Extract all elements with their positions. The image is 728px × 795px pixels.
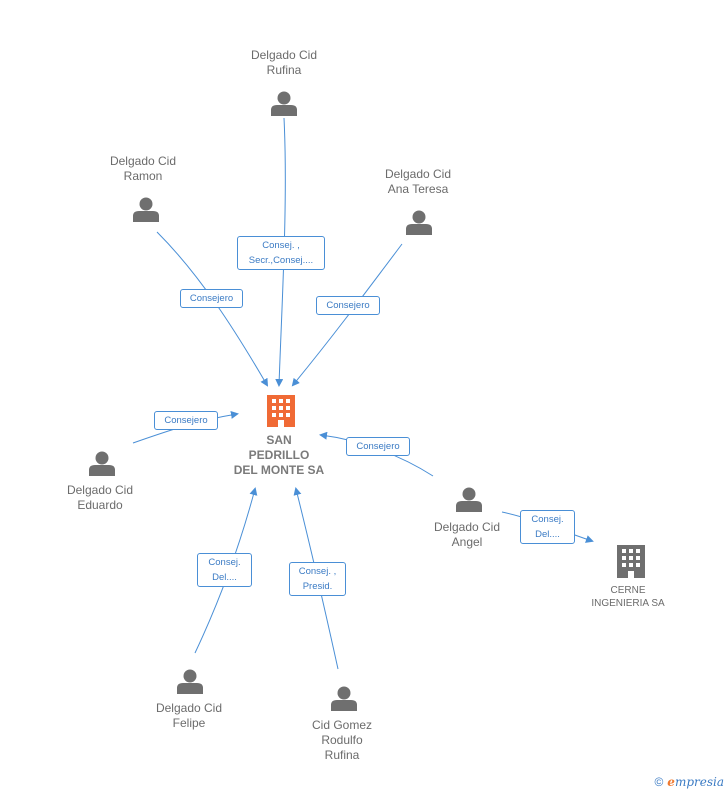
person-icon <box>133 197 159 222</box>
person-name-angel[interactable]: Delgado Cid Angel <box>433 520 501 549</box>
person-icon <box>89 451 115 476</box>
edge-label-ramon[interactable]: Consejero <box>180 289 243 308</box>
person-name-ana-teresa[interactable]: Delgado Cid Ana Teresa <box>384 167 452 196</box>
person-icon <box>177 669 203 694</box>
building-icon <box>617 545 645 578</box>
edge-label-angel-cerne[interactable]: Consej. Del.... <box>520 510 575 544</box>
footer-brand[interactable]: ©empresia <box>654 775 724 789</box>
person-icon <box>331 686 357 711</box>
brand-name: mpresia <box>674 775 724 789</box>
edge-ana <box>291 243 403 387</box>
center-company-name[interactable]: SAN PEDRILLO DEL MONTE SA <box>233 433 325 477</box>
person-name-eduardo[interactable]: Delgado Cid Eduardo <box>66 483 134 512</box>
edge-label-rufina[interactable]: Consej. , Secr.,Consej.... <box>237 236 325 270</box>
edge-label-rodulfo[interactable]: Consej. , Presid. <box>289 562 346 596</box>
brand-initial: e <box>667 775 675 789</box>
person-name-rodulfo[interactable]: Cid Gomez Rodulfo Rufina <box>311 718 373 762</box>
person-name-ramon[interactable]: Delgado Cid Ramon <box>109 154 177 183</box>
copyright-icon: © <box>654 775 664 789</box>
edge-label-felipe[interactable]: Consej. Del.... <box>197 553 252 587</box>
person-name-rufina[interactable]: Delgado Cid Rufina <box>250 48 318 77</box>
edge-label-eduardo[interactable]: Consejero <box>154 411 218 430</box>
person-icon <box>271 91 297 116</box>
company-name-cerne[interactable]: CERNE INGENIERIA SA <box>591 585 665 609</box>
edge-label-angel[interactable]: Consejero <box>346 437 410 456</box>
building-icon <box>267 395 295 427</box>
person-icon <box>406 210 432 235</box>
person-icon <box>456 487 482 512</box>
edge-label-ana[interactable]: Consejero <box>316 296 380 315</box>
person-name-felipe[interactable]: Delgado Cid Felipe <box>155 701 223 730</box>
